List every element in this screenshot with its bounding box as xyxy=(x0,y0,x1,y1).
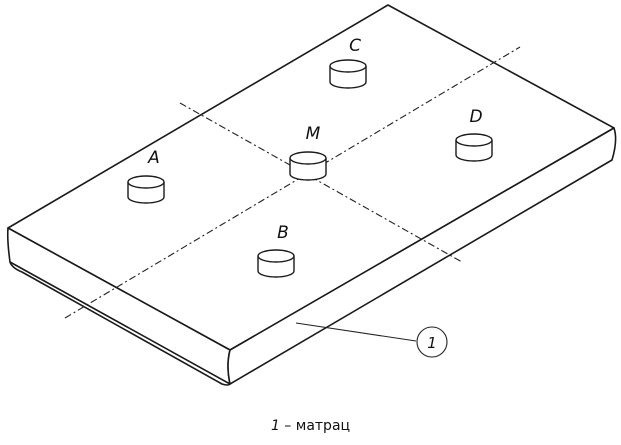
point-b-cylinder xyxy=(257,249,295,278)
point-d-cylinder xyxy=(455,133,493,162)
point-m-label: M xyxy=(306,124,321,144)
center-line-long xyxy=(64,46,521,319)
center-line-short xyxy=(179,102,463,263)
mattress-slab xyxy=(6,4,617,386)
caption-number: 1 xyxy=(270,418,280,434)
point-d-label: D xyxy=(469,107,482,127)
point-c-cylinder xyxy=(329,59,367,89)
callout-leader xyxy=(295,322,417,342)
callout-circle xyxy=(416,326,448,358)
slab-front-bottom-edge xyxy=(9,261,231,386)
point-c-label: C xyxy=(349,36,361,56)
callout-number: 1 xyxy=(427,334,437,352)
point-a-cylinder xyxy=(127,175,165,204)
slab-right-face xyxy=(227,127,617,385)
point-a-label: A xyxy=(147,148,160,168)
point-m-cylinder xyxy=(289,151,327,181)
caption-text: матрац xyxy=(295,418,351,434)
point-b-label: B xyxy=(277,223,289,243)
caption-separator: – xyxy=(279,418,296,434)
figure-caption: 1 – матрац xyxy=(0,418,621,434)
